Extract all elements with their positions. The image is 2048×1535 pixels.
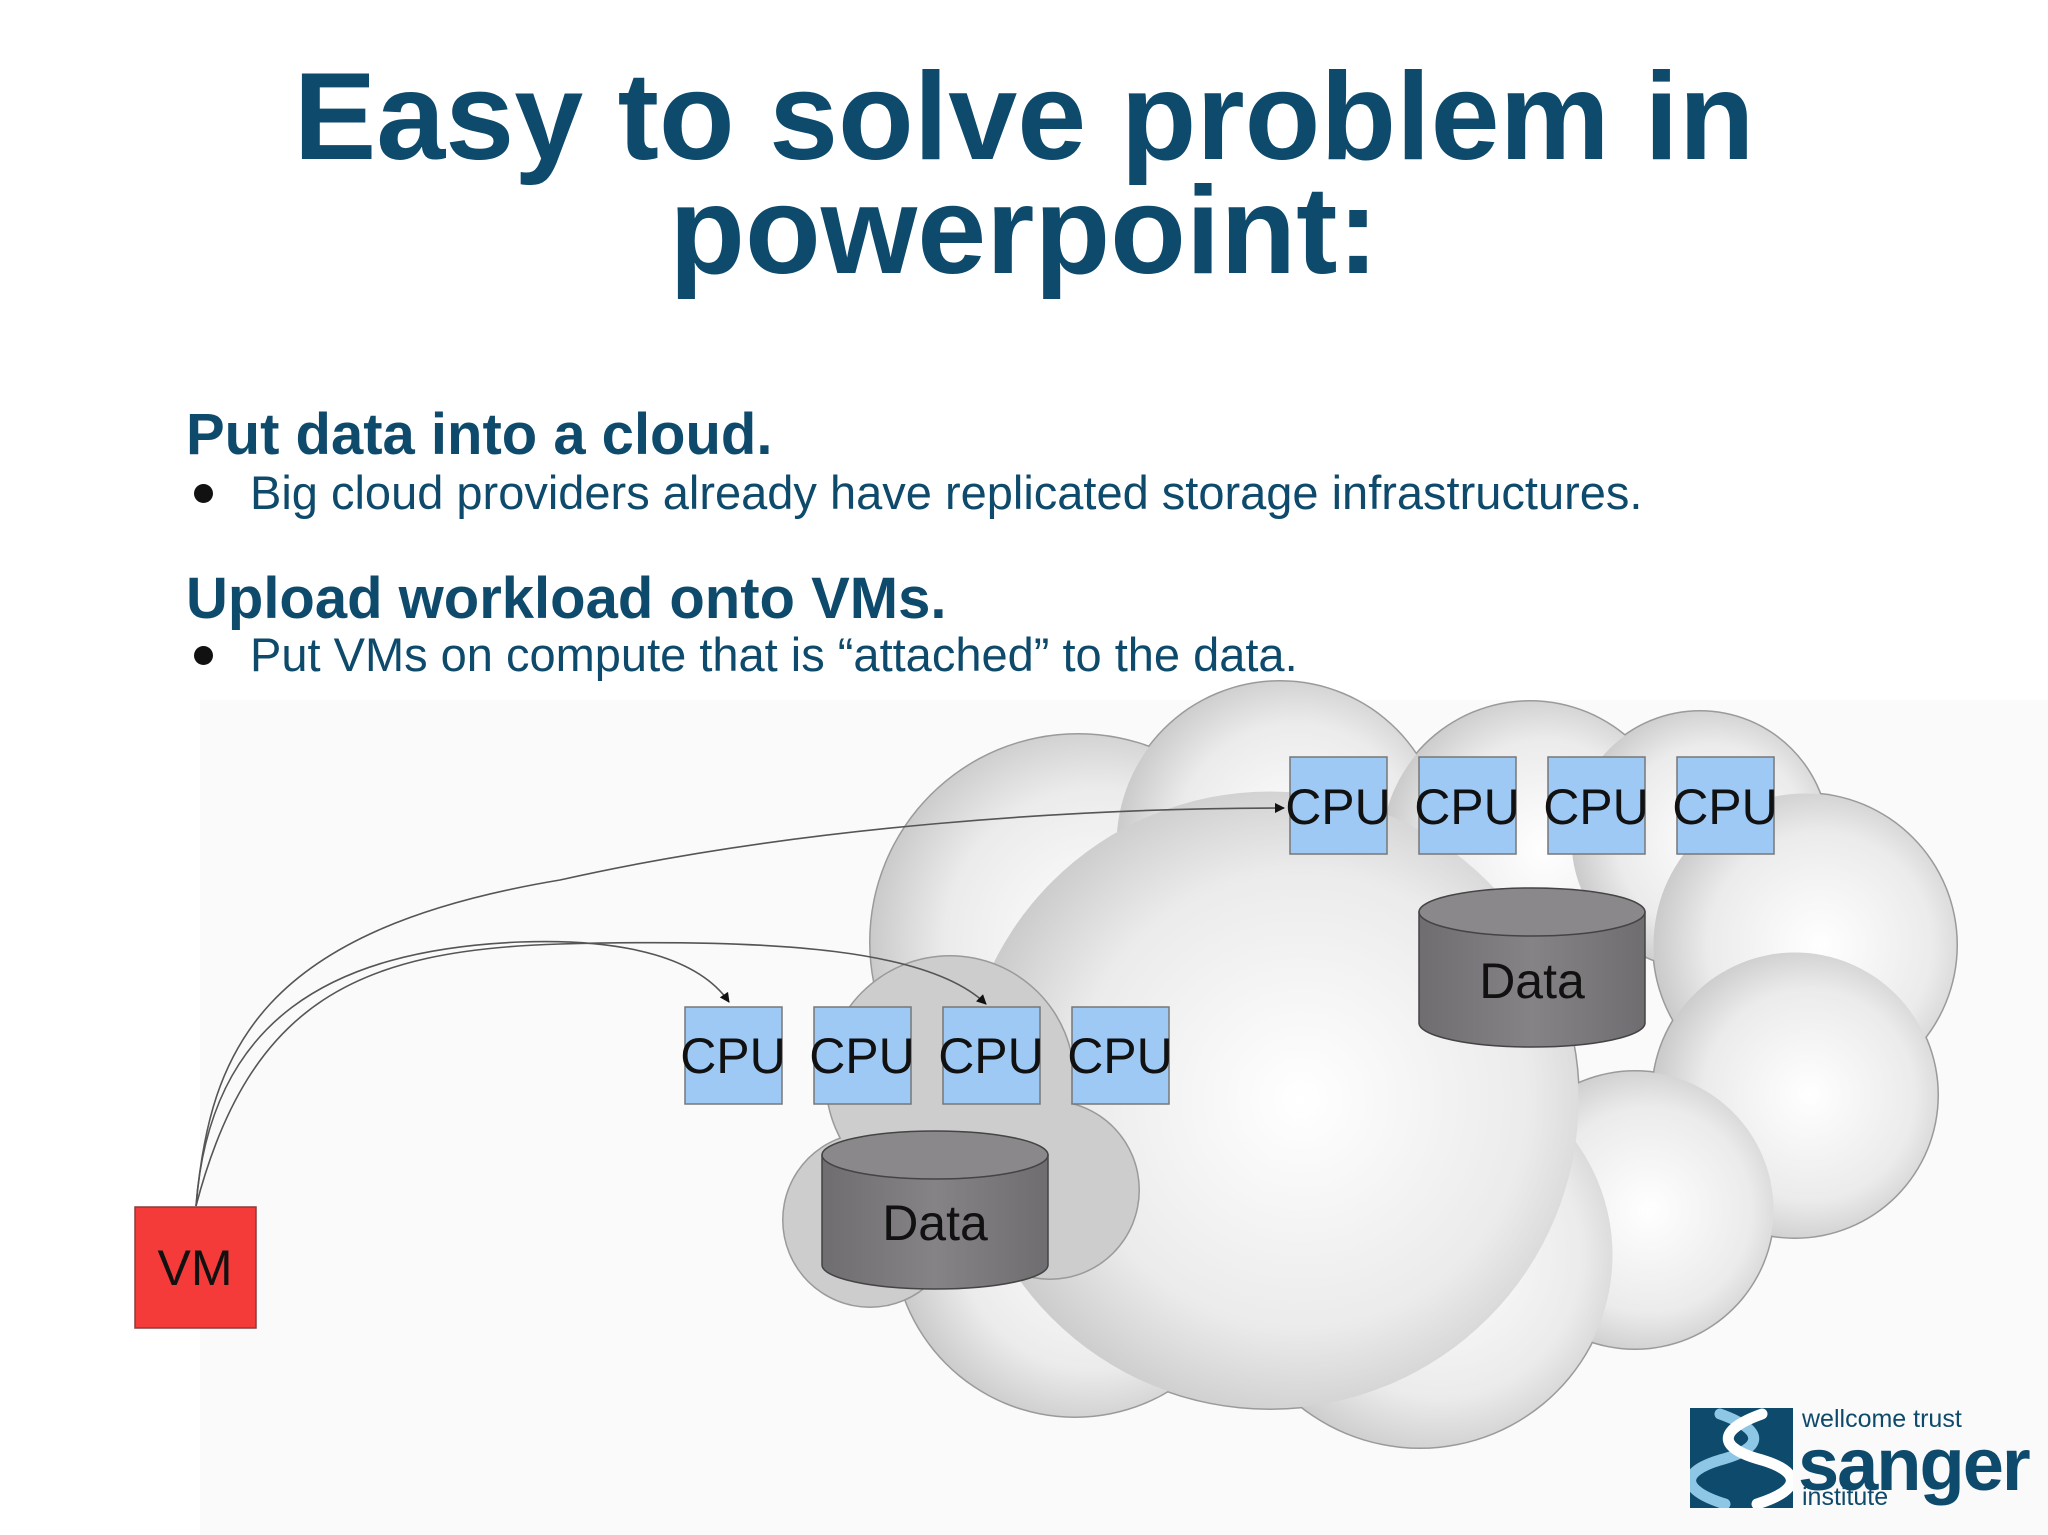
bullet-dot xyxy=(194,484,213,504)
dna-helix-icon xyxy=(1685,1408,1797,1510)
arrows xyxy=(195,803,1285,1207)
data-cylinder-small: Data xyxy=(821,1130,1049,1290)
vm-box: VM xyxy=(134,1206,257,1329)
cpu-label-small-4: CPU xyxy=(1067,1028,1173,1084)
bullet-dot xyxy=(194,646,213,666)
cpu-label-large-4: CPU xyxy=(1672,779,1778,835)
logo-text-top: wellcome trust xyxy=(1802,1405,1962,1433)
arrow-to-small-cloud-cpu-3 xyxy=(195,941,987,1207)
slide-title: Easy to solve problem in powerpoint: xyxy=(0,48,2048,300)
cpu-box-small-3 xyxy=(942,1006,1041,1105)
slide-title-line-2: powerpoint: xyxy=(669,162,1379,300)
cpu-box-small-4 xyxy=(1071,1006,1170,1105)
slide-title-line-1: Easy to solve problem in xyxy=(293,48,1755,186)
data-cylinder-large: Data xyxy=(1418,887,1646,1048)
bullet-text-cloud: Big cloud providers already have replica… xyxy=(250,466,1643,519)
bullet-item-vms: Put VMs on compute that is “attached” to… xyxy=(186,628,1298,682)
cpu-label-small-2: CPU xyxy=(809,1028,915,1084)
data-label-small: Data xyxy=(882,1195,988,1251)
vm-rect xyxy=(134,1206,257,1329)
cpu-label-large-3: CPU xyxy=(1543,779,1649,835)
section-heading-cloud: Put data into a cloud. xyxy=(186,402,773,467)
section-heading-vms: Upload workload onto VMs. xyxy=(186,566,947,631)
cpu-box-small-2 xyxy=(813,1006,912,1105)
cpu-box-large-4 xyxy=(1676,756,1775,855)
bullet-item-cloud: Big cloud providers already have replica… xyxy=(186,466,1642,520)
cpu-label-small-1: CPU xyxy=(680,1028,786,1084)
arrow-to-small-cloud-cpu-1 xyxy=(195,940,730,1207)
cpu-label-small-3: CPU xyxy=(938,1028,1044,1084)
data-label-large: Data xyxy=(1479,953,1585,1009)
cpu-box-large-2 xyxy=(1418,756,1517,855)
cpu-label-large-2: CPU xyxy=(1414,779,1520,835)
cpu-box-large-3 xyxy=(1547,756,1646,855)
cpu-row-large: CPU CPU CPU CPU xyxy=(1285,756,1778,855)
cpu-box-small-1 xyxy=(684,1006,783,1105)
cpu-row-small: CPU CPU CPU CPU xyxy=(680,1006,1173,1105)
cpu-box-large-1 xyxy=(1289,756,1388,855)
bullet-text-vms: Put VMs on compute that is “attached” to… xyxy=(250,628,1298,681)
logo-text-bottom: institute xyxy=(1802,1483,1889,1511)
vm-label: VM xyxy=(158,1240,233,1296)
sanger-logo: wellcome trust sanger institute xyxy=(1685,1405,2040,1511)
arrow-to-large-cloud-cpu xyxy=(195,803,1285,1207)
cpu-label-large-1: CPU xyxy=(1285,779,1391,835)
logo-text-main: sanger xyxy=(1798,1423,2031,1506)
